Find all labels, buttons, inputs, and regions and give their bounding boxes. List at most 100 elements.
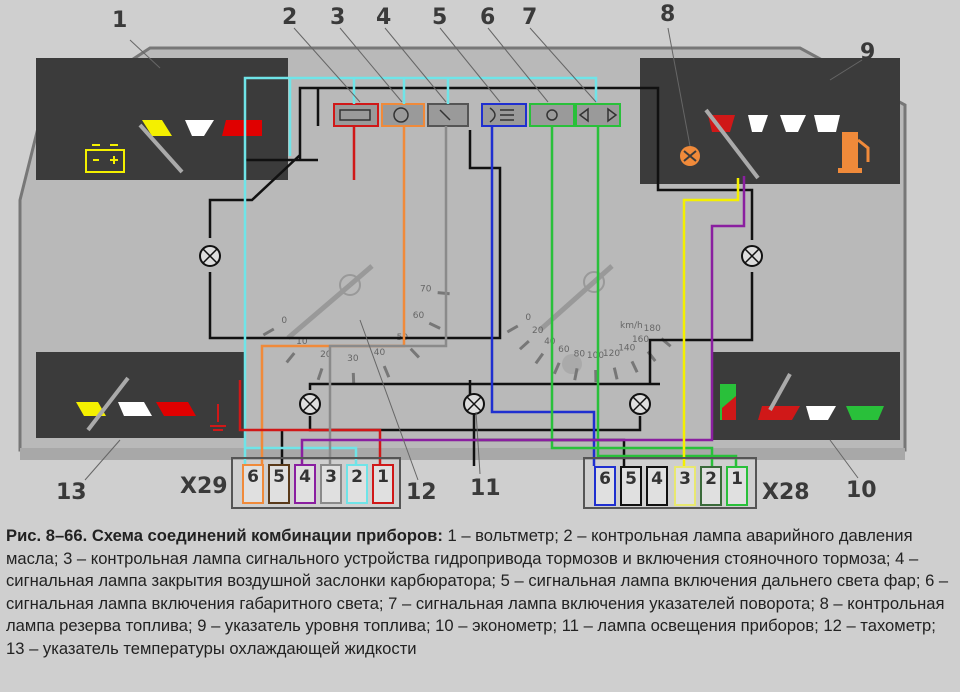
wire-red xyxy=(238,126,382,466)
tachometer-tick-mark xyxy=(316,367,324,381)
fuel-needle xyxy=(704,108,760,180)
x29-pin-4: 4 xyxy=(294,464,316,504)
fuel-reserve-lamp-icon xyxy=(680,146,700,166)
voltmeter-scale-white xyxy=(185,120,214,136)
fuel-scale-white-3 xyxy=(814,115,840,132)
speedometer-needle xyxy=(538,280,596,332)
wire-yellow xyxy=(682,178,740,466)
voltmeter-scale-yellow xyxy=(142,120,172,136)
temperature-gauge-window xyxy=(36,352,244,438)
cluster-bottom-rail xyxy=(20,448,905,460)
speedometer-tick-mark xyxy=(630,360,639,373)
speedometer-tick-mark xyxy=(573,368,579,381)
x28-pin-4: 4 xyxy=(646,466,668,506)
wire-gray xyxy=(328,126,448,466)
callout-13: 13 xyxy=(56,480,87,505)
speedometer-tick-label: 0 xyxy=(525,313,531,323)
temp-scale-yellow xyxy=(76,402,106,416)
speedometer-tick-label: 180 xyxy=(644,324,661,334)
econometer-scale-white xyxy=(806,406,836,420)
speedometer-tick-label: 120 xyxy=(603,349,620,359)
voltmeter-needle xyxy=(138,123,184,174)
tachometer-tick-label: 30 xyxy=(347,354,359,364)
callout-4: 4 xyxy=(376,5,392,30)
x28-pin-2: 2 xyxy=(700,466,722,506)
speedometer-tick-label: 80 xyxy=(574,350,586,360)
tachometer-tick-mark xyxy=(428,321,441,330)
tachometer-needle xyxy=(286,283,352,340)
tachometer-tick-mark xyxy=(437,291,450,296)
voltmeter-window xyxy=(36,58,288,180)
wire-purple xyxy=(300,176,746,466)
tachometer-tick-label: 60 xyxy=(413,311,425,321)
x29-pin-1: 1 xyxy=(372,464,394,504)
temp-needle xyxy=(86,376,130,432)
x29-pin-3: 3 xyxy=(320,464,342,504)
x29-pin-5: 5 xyxy=(268,464,290,504)
callout-12: 12 xyxy=(406,480,437,505)
econometer-window xyxy=(712,352,900,440)
econometer-needle xyxy=(768,373,792,411)
fuel-scale-white-2 xyxy=(780,115,806,132)
thermometer-icon xyxy=(210,404,226,431)
fuel-gauge-window xyxy=(640,58,900,184)
speedometer-tick-label: 160 xyxy=(632,335,649,345)
tachometer-tick-label: 0 xyxy=(281,316,287,326)
econometer-scale-red xyxy=(758,406,800,420)
speedometer-tick-mark xyxy=(612,367,619,380)
callout-6: 6 xyxy=(480,5,496,30)
speedometer-unit: km/h xyxy=(620,321,643,331)
callout-3: 3 xyxy=(330,5,346,30)
tachometer-tick-label: 70 xyxy=(420,285,432,295)
speedometer-tick-label: 100 xyxy=(587,351,604,361)
connector-x28-housing xyxy=(583,457,757,509)
callout-2: 2 xyxy=(282,5,298,30)
speedometer-tick-label: 60 xyxy=(558,345,570,355)
temp-scale-white xyxy=(118,402,152,416)
x29-pin-6: 6 xyxy=(242,464,264,504)
speedometer-tick-label: 20 xyxy=(532,326,544,336)
fuel-pump-icon xyxy=(838,132,870,173)
speedometer-tick-mark xyxy=(553,362,561,375)
callout-11: 11 xyxy=(470,476,501,501)
lamp-parking-lights xyxy=(529,103,575,127)
connector-x29-label: X29 xyxy=(180,474,228,499)
lamp-choke xyxy=(427,103,469,127)
speedometer-tick-mark xyxy=(518,340,530,351)
voltmeter-scale-red xyxy=(222,120,262,136)
tachometer-tick-label: 40 xyxy=(374,348,386,358)
speedometer-tick-mark xyxy=(506,324,519,334)
tachometer-tick-label: 10 xyxy=(296,337,308,347)
battery-icon xyxy=(85,144,125,173)
lamp-turn-signals xyxy=(575,103,621,127)
connector-x28-label: X28 xyxy=(762,480,810,505)
speedometer-tick-label: 40 xyxy=(544,337,556,347)
econometer-scale-green xyxy=(846,406,884,420)
x28-pin-1: 1 xyxy=(726,466,748,506)
speedometer-tick-mark xyxy=(534,352,545,365)
callout-7: 7 xyxy=(522,5,538,30)
callout-1: 1 xyxy=(112,8,128,33)
lamp-brake xyxy=(381,103,425,127)
econometer-fuel-icon xyxy=(720,384,736,420)
callout-leader-lines xyxy=(84,27,863,481)
tachometer-tick-label: 20 xyxy=(320,350,332,360)
x28-pin-3: 3 xyxy=(674,466,696,506)
x28-pin-6: 6 xyxy=(594,466,616,506)
caption-body: 1 – вольтметр; 2 – контрольная лампа ава… xyxy=(6,526,949,658)
wire-cyan xyxy=(243,76,598,466)
fuel-scale-white-1 xyxy=(748,115,768,132)
caption-title: Рис. 8–66. Схема соединений комбинации п… xyxy=(6,526,443,545)
x28-pin-5: 5 xyxy=(620,466,642,506)
connector-x29-housing xyxy=(231,457,401,509)
callout-8: 8 xyxy=(660,2,676,27)
tachometer-tick-mark xyxy=(382,365,391,378)
callout-10: 10 xyxy=(846,478,877,503)
tachometer-tick-mark xyxy=(409,347,421,359)
callout-5: 5 xyxy=(432,5,448,30)
tachometer-tick-mark xyxy=(285,352,296,364)
